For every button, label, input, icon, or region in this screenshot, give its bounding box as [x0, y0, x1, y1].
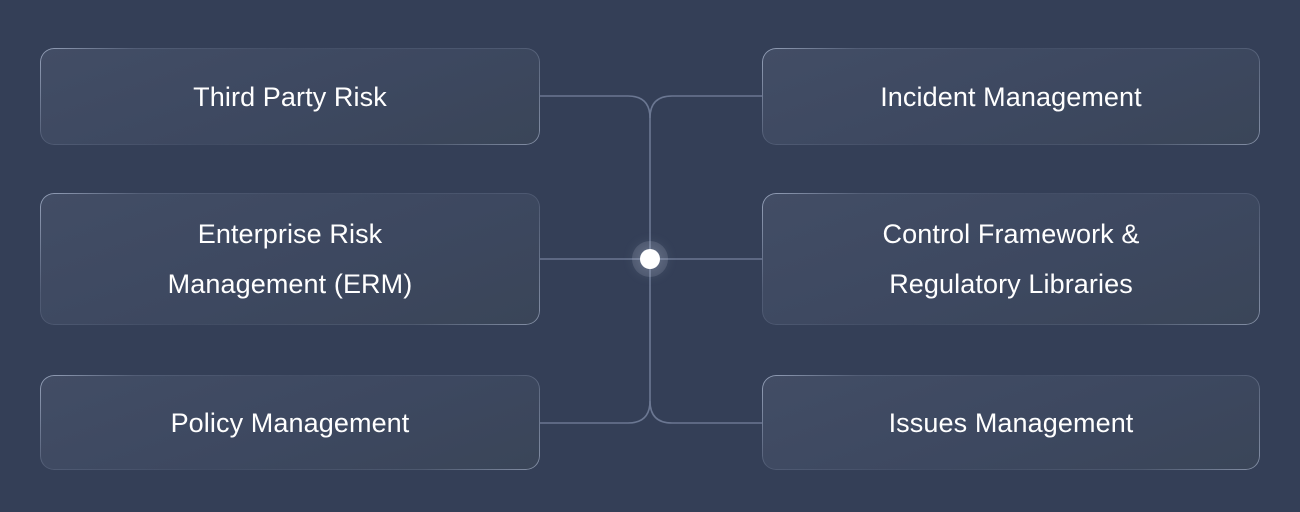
connector-policy-management: [540, 400, 651, 424]
node-label: Enterprise Risk Management (ERM): [167, 219, 413, 299]
node-label: Control Framework & Regulatory Libraries: [882, 219, 1140, 299]
node-label: Incident Management: [880, 81, 1142, 112]
node-label: Third Party Risk: [193, 81, 387, 112]
node-third-party-risk[interactable]: Third Party Risk: [40, 48, 540, 145]
connector-incident-management: [649, 95, 762, 119]
node-issues-management[interactable]: Issues Management: [762, 375, 1260, 470]
connector-issues-management: [649, 400, 762, 424]
node-label: Issues Management: [888, 407, 1134, 438]
node-enterprise-risk-management[interactable]: Enterprise Risk Management (ERM): [40, 193, 540, 325]
node-policy-management[interactable]: Policy Management: [40, 375, 540, 470]
connector-third-party-risk: [540, 95, 651, 119]
node-label: Policy Management: [170, 407, 410, 438]
node-control-framework-regulatory-libraries[interactable]: Control Framework & Regulatory Libraries: [762, 193, 1260, 325]
node-incident-management[interactable]: Incident Management: [762, 48, 1260, 145]
hub-node[interactable]: [640, 249, 660, 269]
